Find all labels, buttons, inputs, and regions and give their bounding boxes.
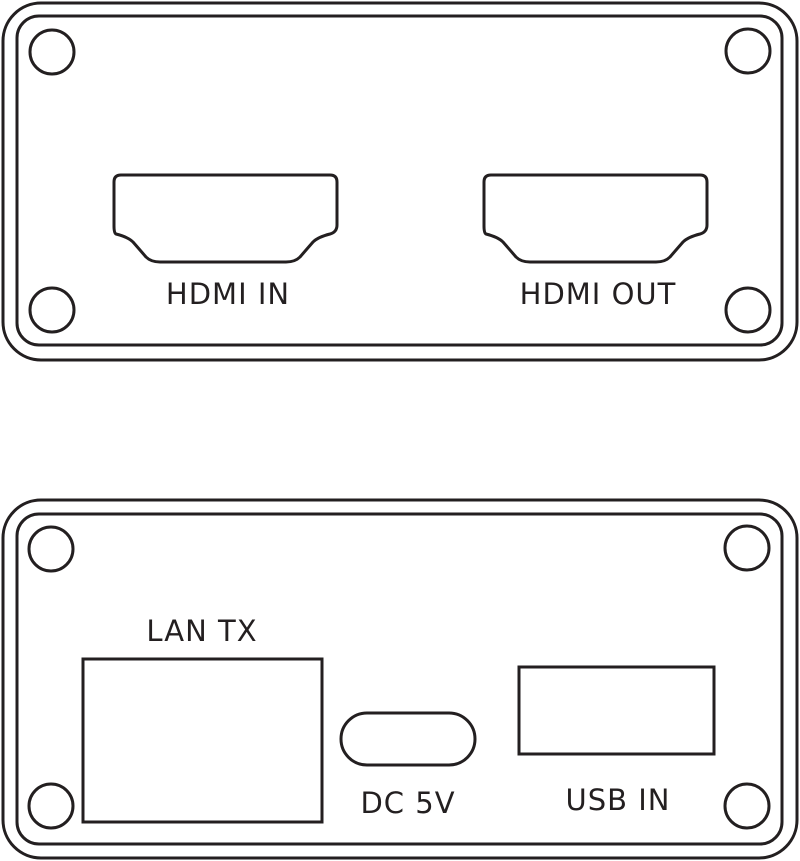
hdmi-in-label: HDMI IN bbox=[166, 277, 290, 311]
hdmi-in-port: HDMI IN bbox=[112, 173, 339, 311]
back-panel-inner-border bbox=[15, 512, 784, 846]
dc-5v-port: DC 5V bbox=[339, 711, 477, 820]
screw-hole-icon bbox=[27, 525, 75, 573]
lan-tx-port: LAN TX bbox=[81, 614, 324, 824]
screw-hole-icon bbox=[724, 286, 772, 334]
front-panel: HDMI IN HDMI OUT bbox=[1, 1, 799, 362]
hdmi-port-icon bbox=[112, 173, 339, 264]
lan-tx-label: LAN TX bbox=[146, 614, 257, 648]
usb-in-label: USB IN bbox=[566, 783, 671, 817]
hdmi-out-port: HDMI OUT bbox=[482, 173, 709, 311]
front-panel-inner-border bbox=[15, 14, 784, 347]
rj45-port-icon bbox=[81, 657, 324, 824]
hdmi-out-label: HDMI OUT bbox=[520, 277, 677, 311]
front-panel-outer-border bbox=[1, 1, 799, 362]
dc-5v-label: DC 5V bbox=[360, 786, 455, 820]
screw-hole-icon bbox=[28, 286, 76, 334]
screw-hole-icon bbox=[28, 28, 76, 76]
screw-hole-icon bbox=[27, 782, 75, 830]
back-panel-outer-border bbox=[1, 498, 799, 860]
back-panel: LAN TX DC 5V USB IN bbox=[1, 498, 799, 860]
screw-hole-icon bbox=[723, 524, 771, 572]
hdmi-port-icon bbox=[482, 173, 709, 264]
dc-barrel-port-icon bbox=[339, 711, 477, 767]
usb-in-port: USB IN bbox=[517, 665, 716, 817]
usb-port-icon bbox=[517, 665, 716, 756]
screw-hole-icon bbox=[724, 27, 772, 75]
screw-hole-icon bbox=[723, 782, 771, 830]
